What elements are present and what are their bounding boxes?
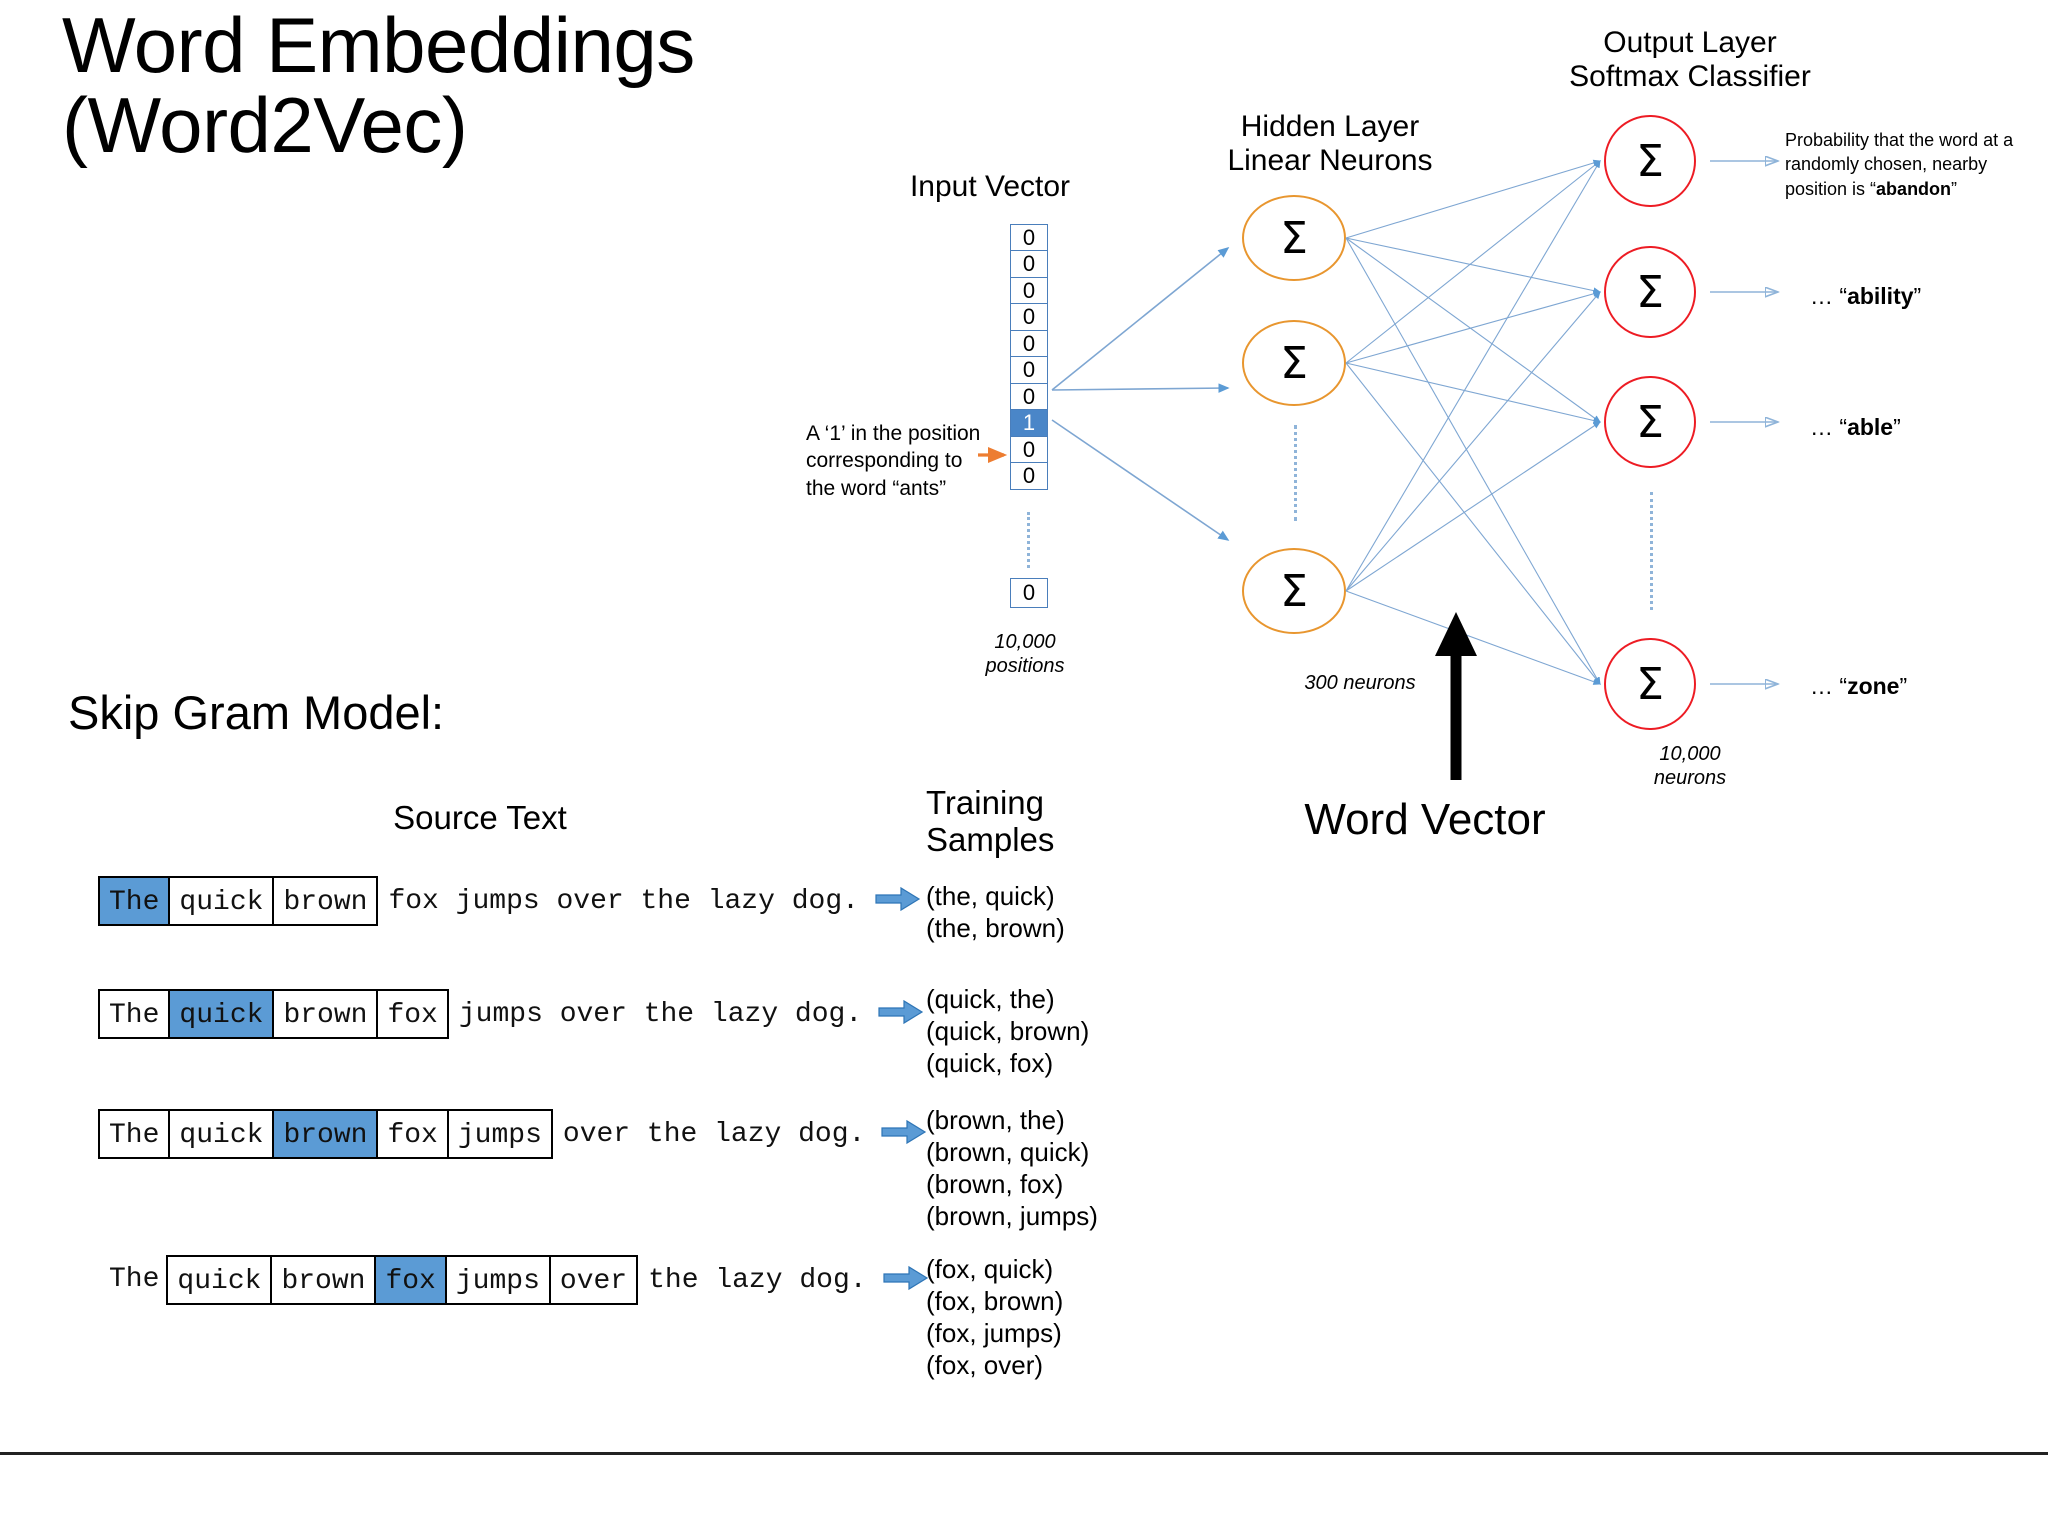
- hidden-neuron-count-label: 300 neurons: [1304, 672, 1416, 694]
- input-vector-cell-6: 0: [1010, 382, 1048, 411]
- right-arrow-icon: [875, 886, 921, 917]
- ants-annotation: A ‘1’ in the position corresponding to t…: [806, 422, 981, 500]
- source-token-fox: fox: [376, 1109, 449, 1159]
- source-token-The: The: [98, 989, 171, 1039]
- source-text-heading: Source Text: [393, 799, 567, 836]
- hidden-layer-label: Hidden Layer Linear Neurons: [1227, 110, 1433, 177]
- output-word-able: … “able”: [1810, 414, 1901, 440]
- source-token-fox: fox: [376, 989, 449, 1039]
- training-samples-group-2: (quick, the)(quick, brown)(quick, fox): [926, 983, 1089, 1079]
- input-vector-ellipsis-icon: [1027, 512, 1030, 568]
- source-text-suffix: the lazy dog.: [648, 1264, 867, 1296]
- output-neuron-count-label: 10,000 neurons: [1653, 743, 1727, 789]
- training-sample-item: (fox, brown): [926, 1286, 1064, 1316]
- output-neuron-4: Σ: [1604, 638, 1696, 730]
- input-vector-cell-0: 0: [1010, 223, 1048, 252]
- training-sample-item: (brown, fox): [926, 1169, 1064, 1199]
- training-samples-group-1: (the, quick)(the, brown): [926, 880, 1065, 944]
- training-sample-item: (fox, over): [926, 1350, 1044, 1380]
- training-sample-item: (brown, quick): [926, 1137, 1090, 1167]
- input-vector-cell-9: 0: [1010, 462, 1048, 490]
- right-arrow-icon: [878, 999, 924, 1030]
- output-word-ability: … “ability”: [1810, 283, 1922, 309]
- input-vector-cell-8: 0: [1010, 435, 1048, 464]
- training-sample-item: (fox, quick): [926, 1254, 1054, 1284]
- training-sample-item: (the, brown): [926, 913, 1065, 943]
- source-token-selected-fox: fox: [374, 1255, 447, 1305]
- hidden-neuron-1: Σ: [1242, 195, 1346, 281]
- right-arrow-icon: [882, 1265, 929, 1296]
- input-vector-cell-5: 0: [1010, 356, 1048, 384]
- source-token-selected-quick: quick: [168, 989, 275, 1039]
- source-token-quick: quick: [166, 1255, 273, 1305]
- source-token-brown: brown: [272, 989, 379, 1039]
- source-text-suffix: over the lazy dog.: [562, 1118, 866, 1150]
- source-token-brown: brown: [272, 876, 379, 926]
- source-token-quick: quick: [168, 876, 275, 926]
- source-token-selected-The: The: [98, 876, 171, 926]
- input-positions-label: 10,000 positions: [985, 631, 1065, 677]
- training-samples-group-3: (brown, the)(brown, quick)(brown, fox)(b…: [926, 1104, 1098, 1232]
- training-sample-item: (quick, fox): [926, 1048, 1054, 1078]
- page-title: Word Embeddings (Word2Vec): [62, 1, 695, 169]
- training-sample-item: (the, quick): [926, 881, 1055, 911]
- input-vector-cell-4: 0: [1010, 329, 1048, 358]
- source-token-jumps: jumps: [446, 1109, 553, 1159]
- training-sample-item: (fox, jumps): [926, 1318, 1062, 1348]
- source-text-suffix: fox jumps over the lazy dog.: [388, 885, 859, 917]
- word-vector-label: Word Vector: [1304, 795, 1546, 844]
- source-token-jumps: jumps: [444, 1255, 551, 1305]
- training-samples-heading: Training Samples: [926, 784, 1055, 858]
- word-vector-arrow-icon: [1435, 612, 1477, 780]
- output-neuron-1: Σ: [1604, 115, 1696, 207]
- source-token-over: over: [548, 1255, 639, 1305]
- source-text-suffix: jumps over the lazy dog.: [458, 998, 863, 1030]
- footer-divider: [0, 1452, 2048, 1455]
- output-word-zone: … “zone”: [1810, 673, 1908, 699]
- skipgram-title: Skip Gram Model:: [68, 686, 445, 739]
- source-token-brown: brown: [270, 1255, 377, 1305]
- training-samples-group-4: (fox, quick)(fox, brown)(fox, jumps)(fox…: [926, 1253, 1063, 1381]
- hidden-layer-ellipsis-icon: [1294, 425, 1297, 521]
- training-sample-item: (brown, jumps): [926, 1201, 1098, 1231]
- training-sample-item: (quick, brown): [926, 1016, 1090, 1046]
- output-neuron-3: Σ: [1604, 376, 1696, 468]
- source-token-prefix: The: [109, 1264, 160, 1295]
- output-layer-ellipsis-icon: [1650, 492, 1653, 610]
- hidden-neuron-3: Σ: [1242, 548, 1346, 634]
- input-vector-tail-cell: 0: [1010, 578, 1048, 608]
- right-arrow-icon: [881, 1119, 927, 1150]
- probability-annotation: Probability that the word at a randomly …: [1785, 130, 2014, 199]
- footer: Massachusetts Institute of Technology Fo…: [0, 1455, 2048, 1536]
- input-vector-label: Input Vector: [909, 170, 1071, 203]
- input-vector-cell-3: 0: [1010, 303, 1048, 331]
- output-neuron-2: Σ: [1604, 246, 1696, 338]
- input-vector-cell-2: 0: [1010, 276, 1048, 305]
- hidden-neuron-2: Σ: [1242, 320, 1346, 406]
- source-token-The: The: [98, 1109, 171, 1159]
- input-vector-cell-1: 0: [1010, 250, 1048, 278]
- output-layer-label: Output Layer Softmax Classifier: [1569, 26, 1811, 93]
- source-token-quick: quick: [168, 1109, 275, 1159]
- training-sample-item: (quick, the): [926, 984, 1055, 1014]
- source-token-selected-brown: brown: [272, 1109, 379, 1159]
- input-vector-cell-7: 1: [1010, 409, 1048, 437]
- training-sample-item: (brown, the): [926, 1105, 1065, 1135]
